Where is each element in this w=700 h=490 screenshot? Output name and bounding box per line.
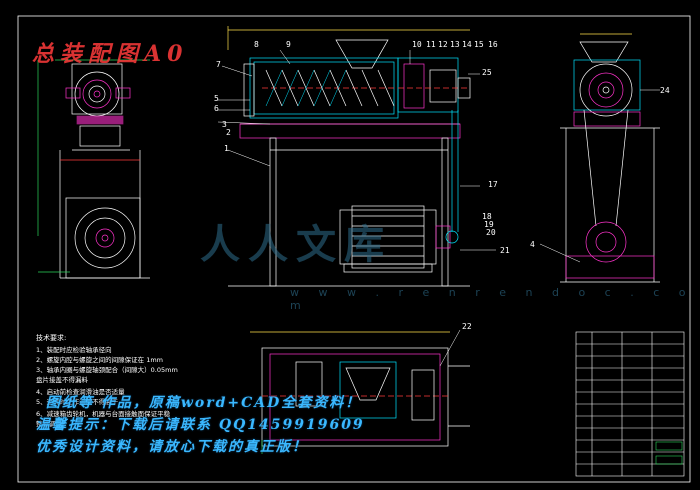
- right-side-view: [560, 33, 660, 283]
- left-top-view: [37, 59, 150, 278]
- tech-note: 1、装配时应检验轴承径向: [36, 346, 112, 354]
- part-number: 21: [500, 246, 510, 255]
- tech-note: 4、启动前检查润滑油是否适量: [36, 388, 125, 396]
- part-number: 5: [214, 94, 219, 103]
- left-motor-view: [38, 197, 150, 279]
- part-number: 2: [226, 128, 231, 137]
- part-number: 8: [254, 40, 259, 49]
- promo-line-2: 温馨提示：下载后请联系 QQ1459919609: [36, 417, 365, 433]
- promo-line-1: 图纸等 作品，原稿word+CAD全套资料！: [46, 395, 362, 411]
- tech-note: 5、运转时工作温度不得高于: [36, 398, 119, 406]
- part-number: 22: [462, 322, 472, 331]
- part-number: 17: [488, 180, 498, 189]
- main-front-view: [227, 26, 471, 287]
- tech-note: 3、轴承内圈与螺旋轴颈配合（间隙大）0.05mm: [36, 366, 178, 374]
- drawing-frame: [17, 15, 691, 483]
- title-block: [575, 331, 685, 477]
- tech-note: 整机调试: [36, 420, 62, 428]
- tech-note: 6、减速箱齿轮机，机器与台面接触面保证平稳: [36, 410, 171, 418]
- part-number: 24: [660, 86, 670, 95]
- part-number: 11: [426, 40, 436, 49]
- part-number: 14: [462, 40, 472, 49]
- tech-notes-title: 技术要求:: [36, 334, 67, 342]
- part-number: 10: [412, 40, 422, 49]
- watermark-brand: 人人文库: [200, 221, 392, 268]
- part-number: 19: [484, 220, 494, 229]
- part-number: 7: [216, 60, 221, 69]
- tech-note: 2、螺旋内腔与螺旋之间的间隙保证在 1mm: [36, 356, 164, 364]
- part-number: 12: [438, 40, 448, 49]
- part-number: 13: [450, 40, 460, 49]
- watermark-url: w w w . r e n r e n d o c . c o m: [290, 286, 694, 312]
- part-number: 6: [214, 104, 219, 113]
- watermark-title: 总装配图A0: [32, 41, 189, 67]
- promo-line-3: 优秀设计资料，请放心下载的真正版！: [36, 439, 308, 455]
- bottom-plan-view: [250, 331, 470, 454]
- part-number: 15: [474, 40, 484, 49]
- part-number: 3: [222, 120, 227, 129]
- leader-lines: [217, 49, 660, 367]
- part-number: 18: [482, 212, 492, 221]
- part-number: 20: [486, 228, 496, 237]
- part-number: 16: [488, 40, 498, 49]
- part-number: 25: [482, 68, 492, 77]
- part-number: 4: [530, 240, 535, 249]
- tech-note: 盘片接盖不得漏料: [36, 376, 88, 384]
- part-number: 1: [224, 144, 229, 153]
- part-number: 9: [286, 40, 291, 49]
